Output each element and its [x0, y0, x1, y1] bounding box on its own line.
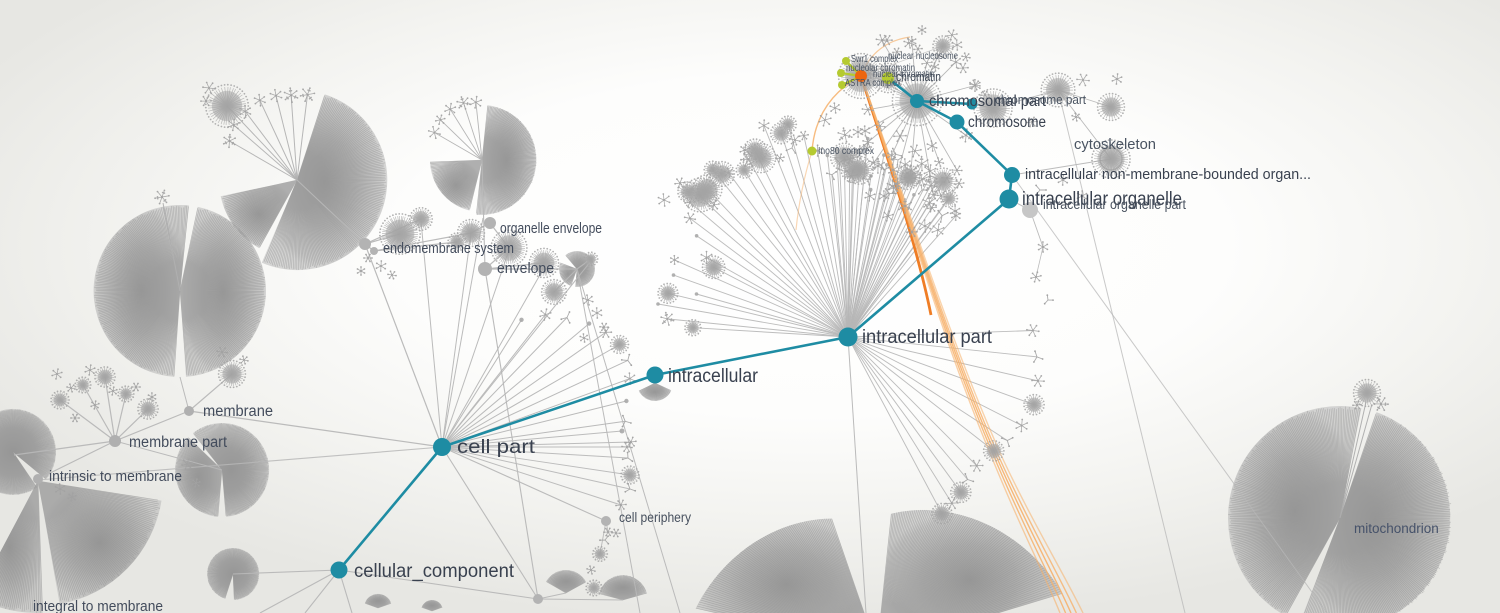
svg-text:intracellular: intracellular [668, 366, 759, 387]
svg-text:nucleolar chromatin: nucleolar chromatin [846, 63, 915, 74]
svg-text:intracellular organelle part: intracellular organelle part [1043, 197, 1186, 212]
svg-text:chromatin: chromatin [896, 69, 941, 84]
svg-text:ASTRA complex: ASTRA complex [845, 78, 901, 89]
svg-text:nuclear nucleosome: nuclear nucleosome [888, 50, 958, 62]
svg-text:cellular_component: cellular_component [354, 560, 515, 582]
svg-text:Swr1 complex: Swr1 complex [851, 54, 898, 65]
svg-text:cytoskeleton: cytoskeleton [1074, 137, 1156, 153]
svg-text:envelope: envelope [497, 261, 554, 277]
svg-text:Ino80 complex: Ino80 complex [818, 146, 874, 157]
svg-text:intracellular organelle: intracellular organelle [1022, 188, 1182, 210]
svg-text:chromosome: chromosome [968, 114, 1046, 131]
svg-text:chromosome part: chromosome part [995, 92, 1086, 107]
svg-text:intracellular non-membrane-bou: intracellular non-membrane-bounded organ… [1025, 166, 1311, 183]
svg-text:intrinsic to membrane: intrinsic to membrane [49, 468, 182, 485]
svg-text:nuclear chromatin: nuclear chromatin [873, 68, 934, 80]
svg-text:chromosomal part: chromosomal part [929, 93, 1047, 110]
svg-text:membrane: membrane [203, 403, 273, 420]
svg-text:organelle envelope: organelle envelope [500, 221, 602, 237]
svg-text:cell part: cell part [457, 436, 536, 458]
svg-text:endomembrane system: endomembrane system [383, 240, 514, 257]
svg-text:membrane part: membrane part [129, 434, 228, 451]
svg-text:intracellular part: intracellular part [862, 327, 993, 348]
svg-text:integral to membrane: integral to membrane [33, 598, 163, 613]
svg-text:mitochondrion: mitochondrion [1354, 521, 1439, 536]
svg-text:cell periphery: cell periphery [619, 510, 691, 525]
